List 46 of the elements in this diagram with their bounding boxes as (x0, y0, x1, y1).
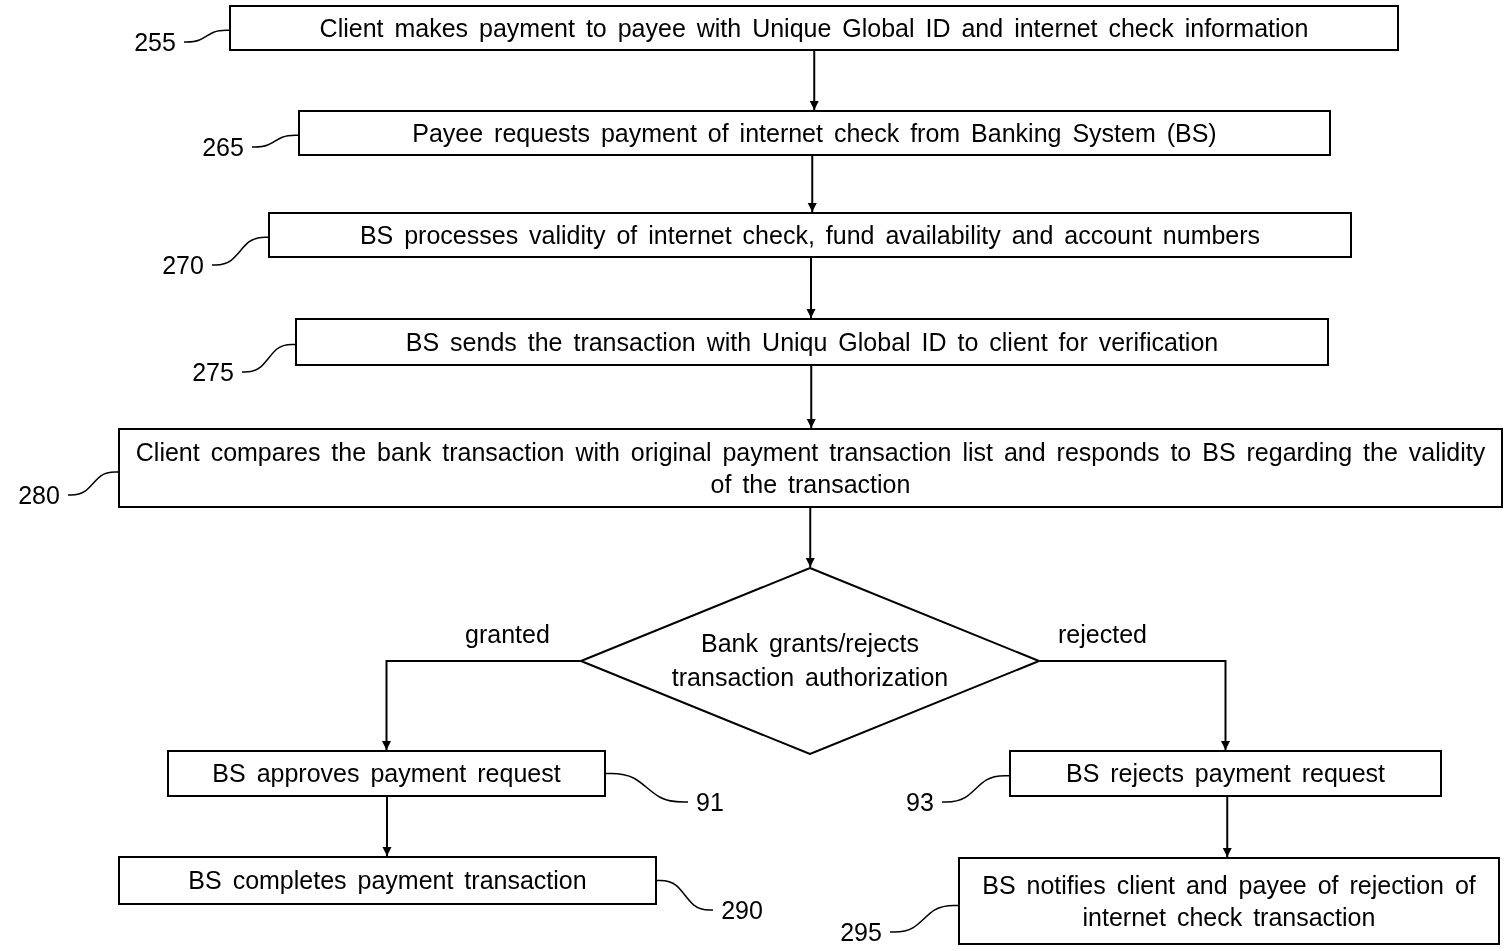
leader-line (889, 904, 959, 933)
decision-text: Bank grants/rejects transaction authorization (670, 628, 950, 693)
step-text: BS approves payment request (211, 758, 562, 790)
leader-line (211, 236, 269, 266)
callout-number: 275 (186, 355, 240, 389)
process-box (118, 856, 657, 905)
leader-line (605, 772, 689, 803)
leader-line (251, 134, 299, 148)
step-text: BS notifies client and payee of rejection of internet check transaction (981, 869, 1477, 933)
callout-number: 93 (900, 785, 940, 819)
step-text: BS rejects payment request (1064, 758, 1387, 790)
process-box (958, 857, 1500, 945)
step-text: BS sends the transaction with Uniqu Global ID to client for verification (404, 326, 1220, 358)
callout-number: 91 (690, 785, 730, 819)
arrow (382, 660, 581, 751)
step-text: Client compares the bank transaction with original payment transaction list and responds to BS regarding the validity of the transaction (134, 436, 1487, 500)
arrow (382, 796, 392, 857)
process-box (118, 428, 1503, 508)
arrow (805, 507, 815, 568)
callout-number: 295 (834, 915, 888, 949)
leader-line (183, 29, 230, 43)
process-box (1009, 750, 1442, 797)
callout-number: 270 (156, 248, 210, 282)
process-box (167, 750, 606, 797)
process-box (298, 110, 1331, 156)
arrow (809, 50, 819, 111)
arrow (807, 155, 817, 213)
process-box (295, 318, 1329, 366)
leader-line (941, 775, 1010, 803)
arrow (806, 365, 816, 429)
callout-number: 280 (12, 478, 66, 512)
step-text: BS processes validity of internet check, fund availability and account numbers (358, 219, 1262, 251)
process-box (229, 5, 1399, 51)
arrow (1039, 660, 1230, 751)
arrow (1222, 796, 1232, 858)
callout-number: 290 (715, 893, 769, 927)
leader-line (241, 343, 296, 373)
callout-number: 255 (128, 24, 182, 60)
callout-number: 265 (196, 130, 250, 164)
leader-line (67, 471, 119, 496)
arrow (806, 257, 816, 319)
step-text: Client makes payment to payee with Unique Global ID and internet check information (318, 12, 1310, 44)
process-box (268, 212, 1352, 258)
step-text: Payee requests payment of internet check from Banking System (BS) (411, 117, 1218, 149)
step-text: BS completes payment transaction (187, 865, 588, 897)
leader-line (656, 879, 714, 911)
